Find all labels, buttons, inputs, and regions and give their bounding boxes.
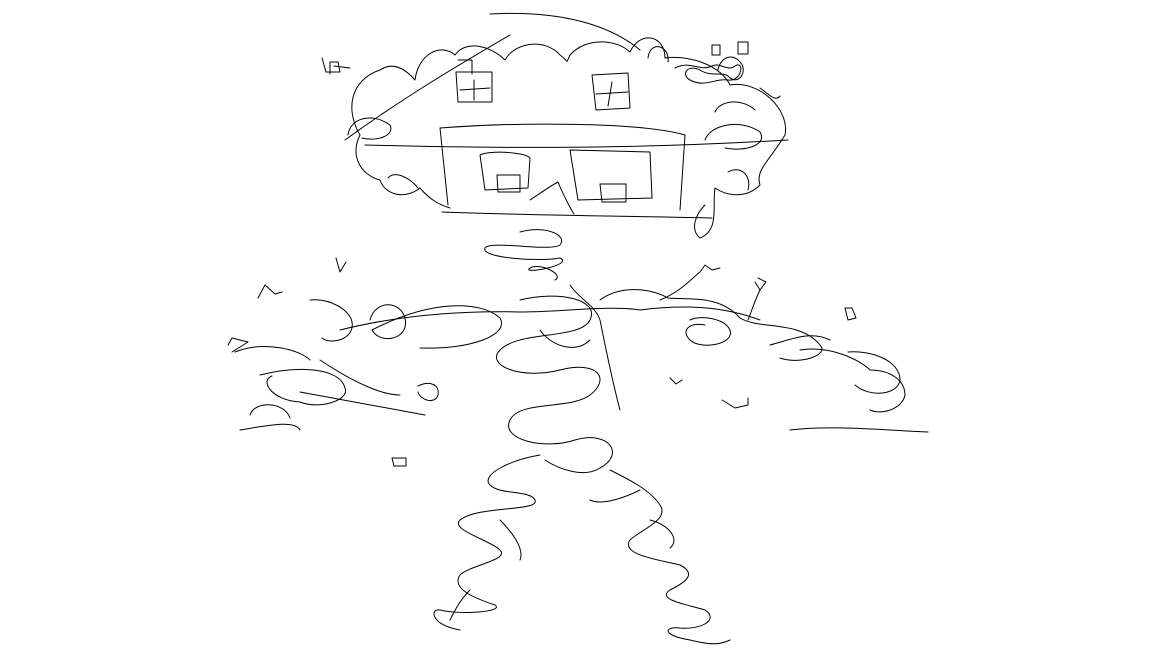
cloud-inner-scallops bbox=[347, 101, 763, 191]
left-arm-loops bbox=[234, 299, 503, 431]
scribble-top-right bbox=[647, 41, 781, 99]
left-arm-sketch bbox=[227, 257, 503, 467]
scribble-top-left bbox=[321, 57, 351, 75]
right-arm-sketch bbox=[599, 264, 929, 433]
upper-window-right bbox=[591, 72, 631, 111]
right-leg-loops bbox=[589, 469, 731, 645]
cloud-house-sketch bbox=[321, 12, 789, 239]
torso-loops bbox=[496, 284, 621, 473]
shoulder-line bbox=[339, 306, 761, 331]
neck-loops bbox=[484, 229, 564, 281]
roof-stroke bbox=[344, 12, 641, 141]
door-triangle bbox=[529, 181, 575, 215]
lower-window-right bbox=[569, 149, 653, 203]
right-hand-scribbles bbox=[659, 264, 857, 409]
left-leg-loops bbox=[433, 454, 541, 631]
legs-sketch bbox=[433, 454, 731, 645]
left-hand-scribbles bbox=[227, 257, 439, 467]
right-arm-loops bbox=[599, 289, 929, 433]
cloud-outline bbox=[351, 37, 786, 239]
upper-window-left bbox=[455, 59, 493, 103]
lower-window-left bbox=[479, 151, 531, 193]
body-sketch bbox=[339, 229, 761, 473]
house-roofline bbox=[364, 123, 789, 219]
